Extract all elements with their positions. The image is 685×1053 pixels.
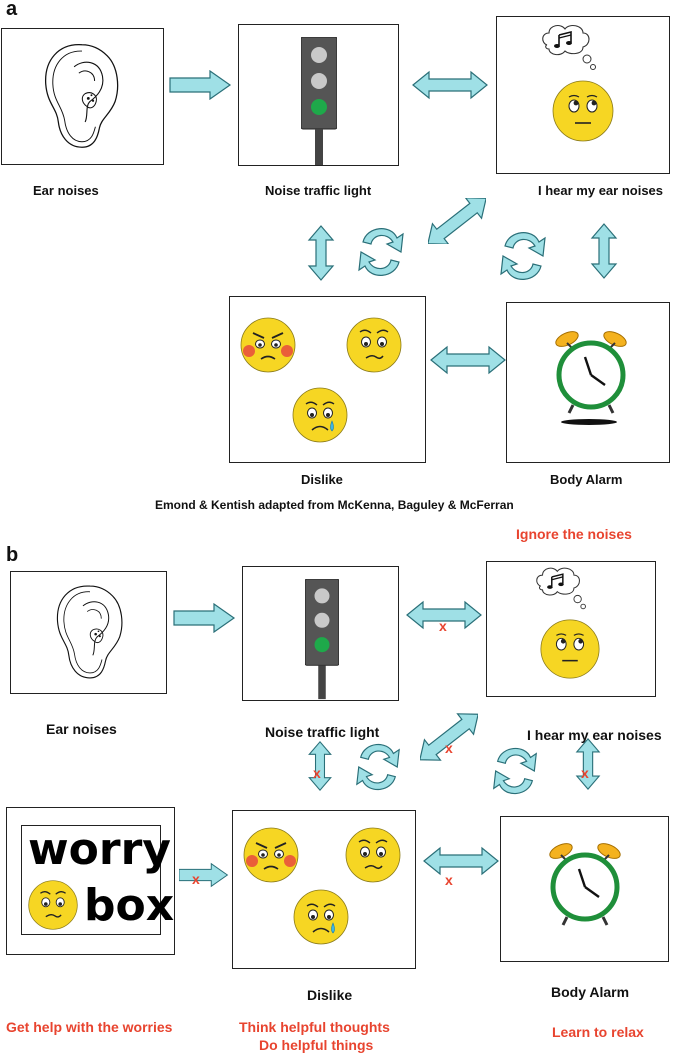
panel-a-ear-box — [1, 28, 164, 165]
arrow-light-hear-icon — [412, 71, 488, 99]
panel-b-alarm-label: Body Alarm — [551, 984, 630, 1000]
panel-a-dislike-box — [229, 296, 426, 463]
panel-b-traffic-label: Noise traffic light — [265, 724, 380, 740]
x-mark-hear-dislike: x — [445, 740, 453, 756]
arrow-hear-alarm-icon — [591, 223, 617, 279]
panel-a-ear-label: Ear noises — [33, 183, 99, 198]
thinking-emoji-icon-b — [540, 619, 600, 679]
thinking-emoji-icon — [552, 80, 614, 142]
panel-a-credit: Emond & Kentish adapted from McKenna, Ba… — [155, 498, 514, 512]
angry-face-icon-b — [243, 827, 299, 883]
worried-face-icon-box — [28, 880, 78, 930]
worried-face-icon — [346, 317, 402, 373]
alarm-clock-icon-b — [541, 837, 629, 941]
traffic-light-icon — [301, 37, 337, 166]
arrow-light-dislike-icon — [308, 225, 334, 281]
arrow-hear-alarm-b-icon — [576, 738, 600, 790]
arrow-hear-dislike-icon — [428, 198, 486, 244]
cycle-arrows-left-b-icon — [356, 743, 400, 791]
panel-a-traffic-box — [238, 24, 399, 166]
panel-b-dislike-box — [232, 810, 416, 969]
panel-b-hear-label: I hear my ear noises — [527, 727, 662, 743]
x-mark-light-dislike: x — [313, 765, 321, 781]
worry-box-frame: worry box — [21, 825, 174, 935]
box-word: box — [84, 880, 175, 931]
advice-worries: Get help with the worries — [6, 1019, 173, 1035]
arrow-dislike-alarm-b-icon — [423, 847, 499, 875]
panel-a-hear-box — [496, 16, 670, 174]
panel-b-ear-box — [10, 571, 167, 694]
cycle-arrows-right-b-icon — [493, 747, 537, 795]
worried-face-icon-b — [345, 827, 401, 883]
panel-a-traffic-label: Noise traffic light — [265, 183, 372, 198]
ear-icon-b — [56, 585, 123, 679]
alarm-clock-icon — [547, 325, 635, 429]
thought-cloud-icon-b — [536, 567, 587, 610]
panel-a-alarm-box — [506, 302, 670, 463]
arrow-ear-to-light-b-icon — [173, 603, 235, 633]
panel-b-ear-label: Ear noises — [46, 721, 117, 737]
ear-icon — [44, 44, 119, 148]
alarm-shadow-icon — [561, 419, 617, 425]
panel-a-alarm-label: Body Alarm — [550, 472, 623, 487]
x-mark-worry-dislike: x — [192, 871, 200, 887]
thought-cloud-icon — [541, 24, 597, 71]
panel-b-traffic-box — [242, 566, 399, 701]
traffic-light-icon-b — [305, 579, 339, 700]
panel-b-letter: b — [6, 544, 19, 566]
panel-a-letter: a — [6, 0, 18, 20]
cycle-arrows-right-icon — [500, 232, 546, 280]
advice-thoughts: Think helpful thoughts — [239, 1019, 390, 1035]
arrow-dislike-alarm-icon — [430, 346, 506, 374]
panel-a-hear-label: I hear my ear noises — [538, 183, 664, 198]
crying-face-icon-b — [293, 889, 349, 945]
x-mark-light-hear: x — [439, 618, 447, 634]
advice-ignore: Ignore the noises — [516, 526, 632, 542]
x-mark-dislike-alarm: x — [445, 872, 453, 888]
panel-b-hear-box — [486, 561, 656, 697]
advice-relax: Learn to relax — [552, 1024, 644, 1040]
x-mark-hear-alarm: x — [581, 765, 589, 781]
angry-face-icon — [240, 317, 296, 373]
arrow-worry-dislike-icon — [179, 863, 228, 887]
panel-b-alarm-box — [500, 816, 669, 962]
crying-face-icon — [292, 387, 348, 443]
cycle-arrows-left-icon — [358, 228, 404, 276]
worry-word: worry — [28, 824, 171, 875]
panel-b-worry-box: worry box — [6, 807, 175, 955]
advice-helpful-things: Do helpful things — [259, 1037, 374, 1053]
arrow-ear-to-light-icon — [169, 70, 231, 100]
panel-a-dislike-label: Dislike — [301, 472, 343, 487]
panel-b-dislike-label: Dislike — [307, 987, 353, 1003]
